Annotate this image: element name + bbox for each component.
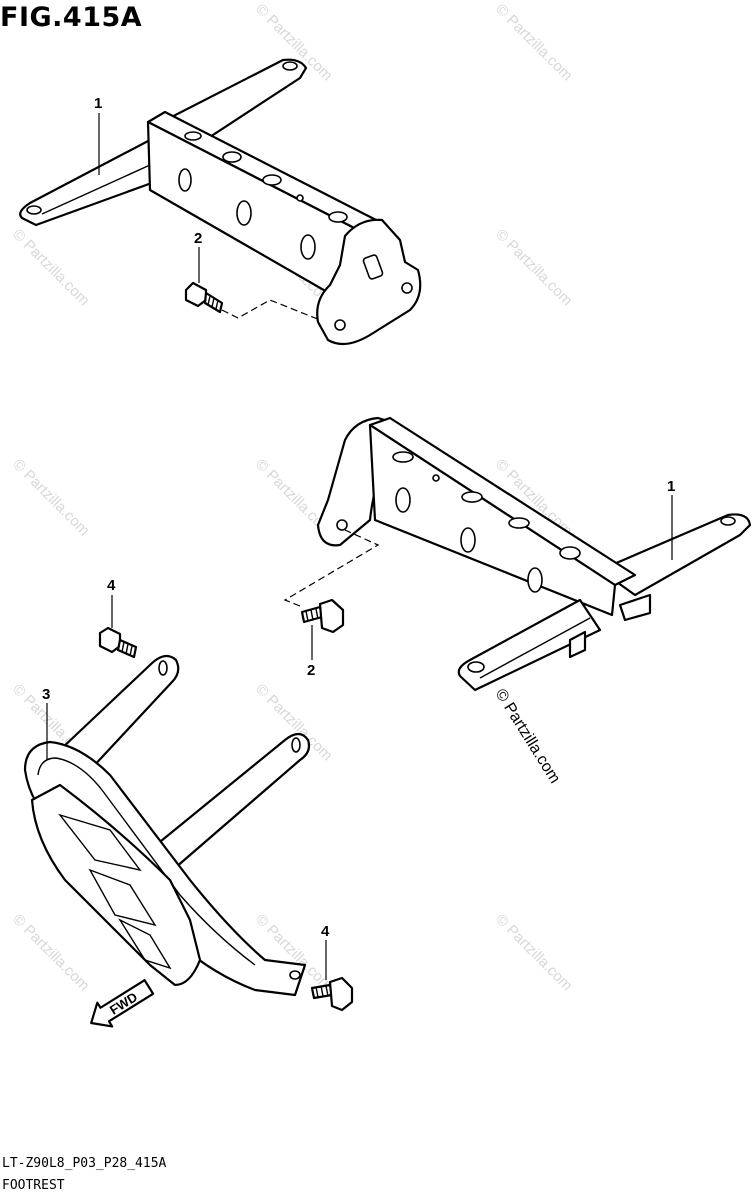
assembly-line-right — [283, 529, 380, 607]
watermark-text: © Partzilla.com — [492, 1, 575, 84]
footrest-bracket-top[interactable] — [19, 58, 422, 346]
callout-guard-bolt-upper: 4 — [107, 577, 116, 594]
footrest-bracket-right[interactable] — [316, 416, 752, 692]
assembly-line-top — [221, 299, 321, 321]
guard-bolt-lower[interactable] — [310, 976, 354, 1012]
callout-top-bolt: 2 — [194, 230, 202, 247]
callout-guard-bolt-lower: 4 — [321, 923, 330, 940]
callout-right-footrest: 1 — [667, 478, 675, 495]
guard-bolt-upper[interactable] — [98, 626, 138, 659]
callout-top-footrest: 1 — [94, 95, 102, 112]
flange-bolt-top[interactable] — [184, 281, 224, 314]
copyright-mark: © Partzilla.com — [492, 686, 564, 786]
flange-bolt-right[interactable] — [300, 598, 345, 634]
watermark-text: © Partzilla.com — [9, 456, 92, 539]
watermark-text: © Partzilla.com — [9, 226, 92, 309]
footrest-guard[interactable] — [23, 654, 311, 997]
watermark-text: © Partzilla.com — [492, 911, 575, 994]
figure-title: FIG.415A — [0, 2, 143, 33]
forward-direction-arrow: FWD — [90, 979, 155, 1028]
callout-right-bolt: 2 — [307, 662, 315, 679]
figure-name: FOOTREST — [2, 1178, 65, 1193]
watermark-text: © Partzilla.com — [9, 911, 92, 994]
figure-code: LT-Z90L8_P03_P28_415A — [2, 1156, 167, 1171]
callout-guard: 3 — [42, 686, 50, 703]
watermark-text: © Partzilla.com — [492, 226, 575, 309]
